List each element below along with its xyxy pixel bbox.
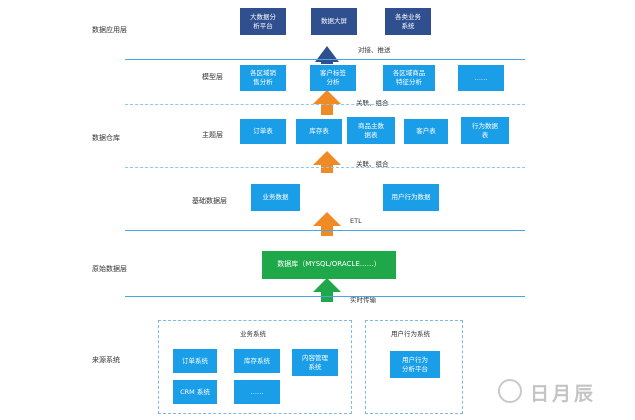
subject-arrow xyxy=(313,151,341,173)
layer-label-base: 基础数据层 xyxy=(192,197,227,205)
behavior-system-title: 用户行为系统 xyxy=(391,330,430,338)
model-box-region-sales: 各区域销 售分析 xyxy=(240,65,286,91)
model-box-customer-tag: 客户标签 分析 xyxy=(310,65,356,91)
app-box-business-systems: 各类业务 系统 xyxy=(385,8,431,35)
layer-label-source: 来源系统 xyxy=(92,356,120,364)
layer-label-subject: 主题层 xyxy=(202,131,223,139)
source-box-more: …… xyxy=(234,380,280,404)
layer-label-warehouse: 数据仓库 xyxy=(92,134,120,142)
subject-box-customer: 客户表 xyxy=(404,119,448,144)
layer-label-model: 模型层 xyxy=(202,73,223,81)
subject-box-behavior: 行为数据 表 xyxy=(461,117,509,144)
flow-label-etl: ETL xyxy=(350,217,362,225)
base-box-business-data: 业务数据 xyxy=(251,184,300,211)
separator-model xyxy=(125,104,525,105)
raw-box-database: 数据库（MYSQL/ORACLE……） xyxy=(262,251,396,279)
layer-label-app: 数据应用层 xyxy=(92,26,127,34)
business-system-title: 业务系统 xyxy=(240,330,266,338)
separator-raw xyxy=(125,296,525,297)
flow-label-realtime: 实时传输 xyxy=(350,296,376,304)
source-box-content-management: 内容管理 系统 xyxy=(292,349,338,376)
model-arrow xyxy=(313,90,341,115)
app-box-bigdata-platform: 大数据分 析平台 xyxy=(240,8,286,35)
separator-subject xyxy=(125,167,525,168)
flow-label-assoc1: 关联、组合 xyxy=(356,99,389,107)
push-arrow-stem xyxy=(321,61,333,64)
model-box-more: …… xyxy=(458,65,504,91)
subject-box-order: 订单表 xyxy=(240,119,286,144)
watermark-logo-icon xyxy=(498,379,522,403)
layer-label-raw: 原始数据层 xyxy=(92,265,127,273)
behavior-system-group xyxy=(365,320,463,414)
subject-box-inventory: 库存表 xyxy=(296,119,342,144)
subject-box-product-master: 商品主数 据表 xyxy=(347,117,395,144)
model-box-region-product: 各区域商品 特征分析 xyxy=(383,65,435,91)
app-box-data-screen: 数据大屏 xyxy=(311,8,357,35)
watermark-text: 日月辰 xyxy=(530,383,597,405)
business-system-group xyxy=(158,320,352,414)
push-arrow xyxy=(315,46,339,63)
etl-arrow xyxy=(313,212,341,236)
source-box-crm-system: CRM 系统 xyxy=(173,380,217,404)
source-box-inventory-system: 库存系统 xyxy=(234,349,280,373)
realtime-arrow xyxy=(313,278,341,302)
source-box-order-system: 订单系统 xyxy=(173,349,217,373)
flow-label-push: 对接、推送 xyxy=(358,46,391,54)
separator-base xyxy=(125,230,525,231)
source-box-behavior-platform: 用户行为 分析平台 xyxy=(390,351,440,378)
base-box-behavior-data: 用户行为数据 xyxy=(383,184,439,211)
separator-app xyxy=(125,59,525,60)
flow-label-assoc2: 关联、组合 xyxy=(356,160,389,168)
